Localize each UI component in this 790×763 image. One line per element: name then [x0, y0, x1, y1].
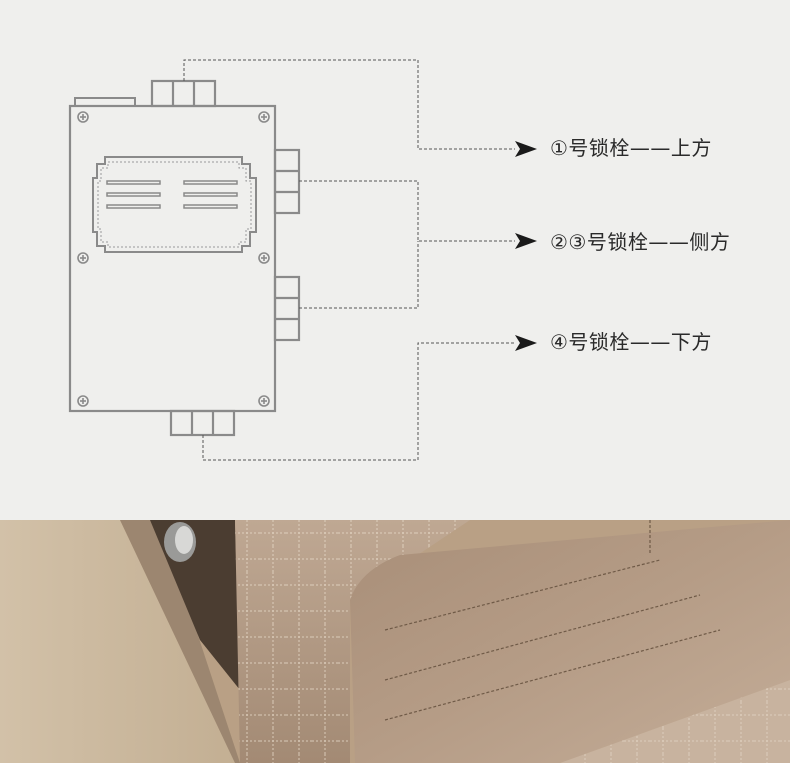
screw-icon	[77, 111, 89, 123]
arrow-right-icon	[515, 141, 537, 157]
screw-icon	[258, 395, 270, 407]
label-side-bolts: ②③号锁栓——侧方	[550, 230, 731, 254]
safe-interior-photo	[0, 520, 790, 763]
hinge-tab	[74, 97, 136, 107]
label-plate-lines	[106, 180, 238, 209]
arrow-right-icon	[515, 335, 537, 351]
bolt-3-side	[273, 275, 301, 342]
bolt-1-top	[150, 79, 217, 108]
lock-bolt-diagram: ①号锁栓——上方 ②③号锁栓——侧方 ④号锁栓——下方	[68, 59, 731, 461]
screw-icon	[77, 395, 89, 407]
arrow-right-icon	[515, 233, 537, 249]
label-plate	[92, 156, 257, 253]
label-bottom-bolt: ④号锁栓——下方	[550, 330, 712, 354]
screw-icon	[258, 111, 270, 123]
leather-interior-illustration	[0, 520, 790, 763]
bolt-4-bottom	[169, 409, 236, 437]
safe-door-schematic	[68, 59, 537, 461]
label-top-bolt: ①号锁栓——上方	[550, 136, 712, 160]
bolt-2-side	[273, 148, 301, 215]
screw-icons	[77, 111, 270, 407]
arrow-icons	[515, 141, 537, 351]
leader-lines	[183, 59, 515, 461]
label-plate-stitch	[97, 161, 252, 248]
door-panel	[68, 104, 277, 413]
screw-icon	[258, 252, 270, 264]
screw-icon	[77, 252, 89, 264]
